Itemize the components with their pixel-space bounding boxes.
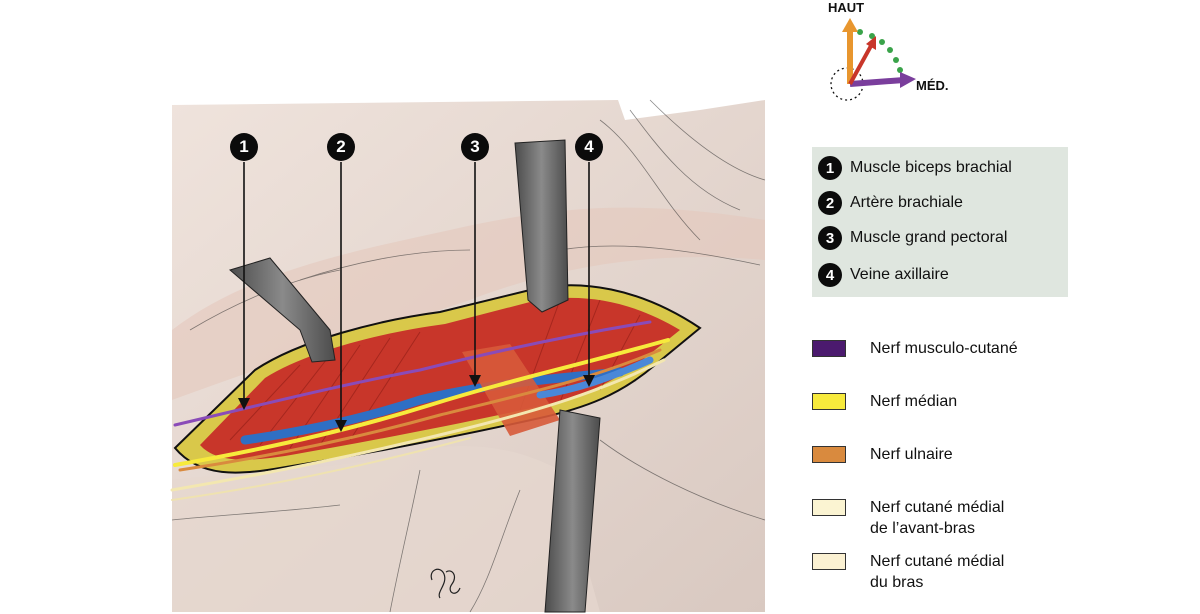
- legend-label: Artère brachiale: [850, 194, 963, 211]
- pectoralis-major-band: [462, 344, 560, 436]
- legend-number-badge: 1: [818, 156, 842, 180]
- legend-item-median: Nerf médian: [812, 391, 957, 412]
- legend-item-pectoral: 3 Muscle grand pectoral: [818, 225, 1007, 251]
- color-swatch: [812, 393, 846, 410]
- legend-label: Nerf musculo-cutané: [870, 340, 1018, 357]
- legend-label: Nerf ulnaire: [870, 446, 953, 463]
- color-swatch: [812, 340, 846, 357]
- color-swatch: [812, 499, 846, 516]
- orientation-compass: HAUT MÉD.: [800, 0, 970, 110]
- color-swatch: [812, 553, 846, 570]
- structures-legend: 1 Muscle biceps brachial 2 Artère brachi…: [812, 147, 1068, 297]
- brachial-artery: [240, 367, 625, 445]
- color-swatch: [812, 446, 846, 463]
- nerves-legend: Nerf musculo-cutané Nerf médian Nerf uln…: [812, 335, 1192, 605]
- legend-label: Nerf cutané médial de l’avant-bras: [870, 499, 1005, 537]
- compass-medial-label: MÉD.: [916, 78, 949, 93]
- legend-label: Muscle biceps brachial: [850, 159, 1012, 176]
- artist-signature: [430, 568, 461, 599]
- callout-arrowheads: [238, 375, 595, 432]
- callout-3-pectoral: 3: [461, 133, 489, 161]
- callout-leaders: [243, 162, 590, 430]
- legend-item-ulnar: Nerf ulnaire: [812, 444, 953, 465]
- callout-2-artery: 2: [327, 133, 355, 161]
- callout-1-biceps: 1: [230, 133, 258, 161]
- compass-up-label: HAUT: [828, 0, 865, 15]
- legend-item-artery: 2 Artère brachiale: [818, 190, 963, 216]
- callout-4-vein: 4: [575, 133, 603, 161]
- legend-item-biceps: 1 Muscle biceps brachial: [818, 155, 1012, 181]
- legend-label: Nerf cutané médial du bras: [870, 553, 1005, 591]
- legend-item-musculocutaneous: Nerf musculo-cutané: [812, 338, 1018, 359]
- retractor-lower: [544, 409, 601, 613]
- medial-cutaneous-forearm-path: [170, 358, 666, 492]
- legend-label: Muscle grand pectoral: [850, 229, 1008, 246]
- skin-hatching: [171, 99, 766, 613]
- axillary-vein: [536, 356, 654, 399]
- compass-arrows-icon: [830, 18, 916, 101]
- legend-label: Nerf médian: [870, 393, 958, 410]
- retractor-upper-left: [228, 257, 336, 363]
- legend-item-medial-cutaneous-arm: Nerf cutané médial du bras: [812, 551, 1004, 593]
- legend-item-vein: 4 Veine axillaire: [818, 262, 949, 288]
- median-nerve-path: [173, 338, 670, 467]
- legend-number-badge: 2: [818, 191, 842, 215]
- legend-number-badge: 4: [818, 263, 842, 287]
- retractor-upper-center: [514, 139, 569, 313]
- musculocutaneous-nerve-path: [173, 320, 652, 427]
- legend-label: Veine axillaire: [850, 266, 949, 283]
- medial-cutaneous-arm-path: [171, 437, 471, 501]
- legend-number-badge: 3: [818, 226, 842, 250]
- legend-item-medial-cutaneous-forearm: Nerf cutané médial de l’avant-bras: [812, 497, 1004, 539]
